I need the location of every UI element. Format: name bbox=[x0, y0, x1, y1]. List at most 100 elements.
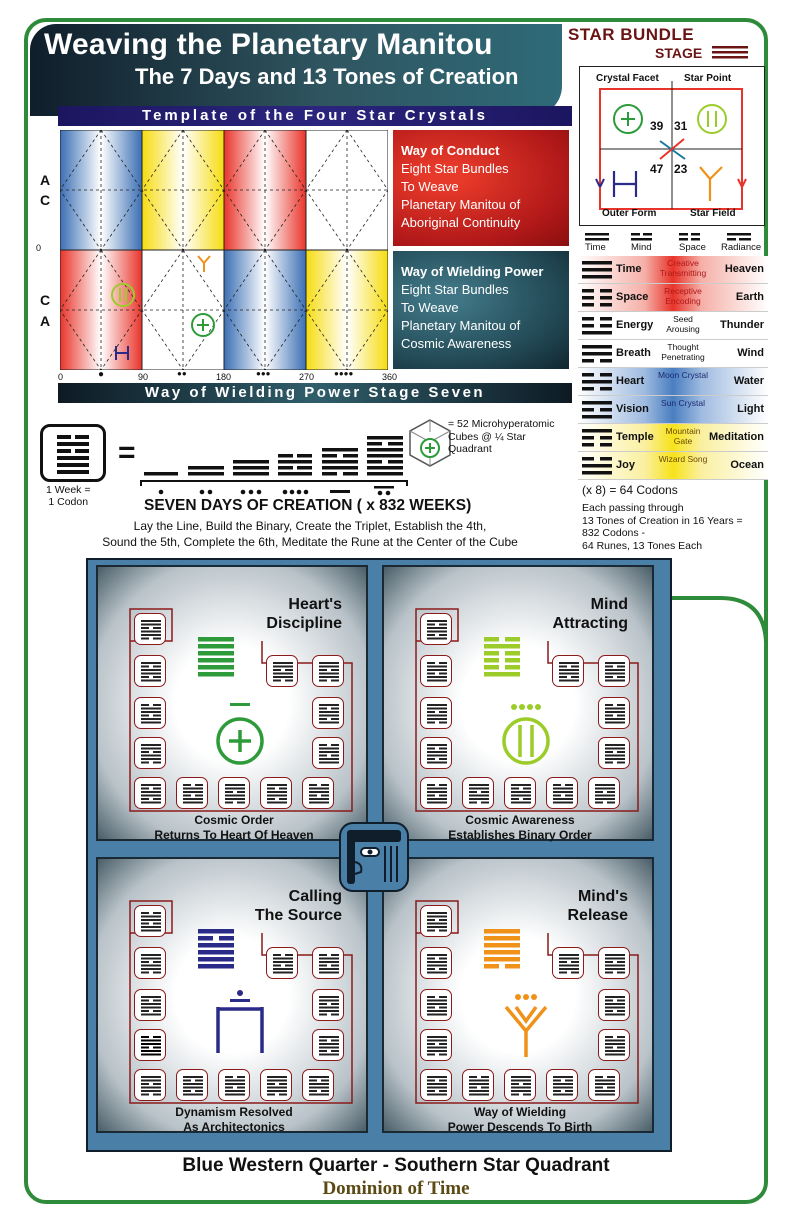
hexagram-tile bbox=[462, 777, 494, 809]
hexagram-icon bbox=[553, 784, 573, 804]
panel-footer-line-2: Establishes Binary Order bbox=[448, 828, 592, 842]
hexagram-icon bbox=[309, 784, 329, 804]
hexagram-icon bbox=[141, 954, 161, 974]
hexagram-tile bbox=[218, 777, 250, 809]
trigram-icon bbox=[582, 429, 612, 447]
hexagram-icon bbox=[141, 704, 161, 724]
hexagram-icon bbox=[605, 704, 625, 724]
hexagram-tile bbox=[420, 947, 452, 979]
panel-footer-line-1: Cosmic Order bbox=[194, 813, 274, 827]
panel-title-line-2: Release bbox=[567, 907, 629, 924]
codon-row-name: Heart bbox=[616, 375, 645, 387]
cell-star-field: Star Field bbox=[690, 208, 736, 219]
hexagram-icon bbox=[427, 620, 447, 640]
hexagram-tile bbox=[218, 1069, 250, 1101]
axis-tick-90: 90 bbox=[138, 372, 149, 382]
axis-dot-2: ●● bbox=[177, 369, 187, 378]
hexagram-icon bbox=[511, 1076, 531, 1096]
hexagram-tile bbox=[462, 1069, 494, 1101]
codons-note-line-3: 832 Codons - bbox=[582, 527, 646, 539]
way-of-wielding-power-box: Way of Wielding Power Eight Star Bundles… bbox=[393, 251, 569, 369]
codon-row-element: Earth bbox=[735, 291, 764, 303]
panel-footer-line-1: Way of Wielding bbox=[473, 1105, 567, 1119]
hexagram-icon bbox=[595, 1076, 615, 1096]
hexagram-icon bbox=[183, 784, 203, 804]
hexagram-tile bbox=[552, 655, 584, 687]
hexagram-tile bbox=[420, 1029, 452, 1061]
axis-tick-270: 270 bbox=[299, 372, 315, 382]
hexagram-icon bbox=[469, 784, 489, 804]
codon-row-name: Temple bbox=[616, 431, 654, 443]
hexagram-tile bbox=[312, 947, 344, 979]
template-title-bar: Template of the Four Star Crystals bbox=[58, 106, 572, 126]
codons-note: Each passing through 13 Tones of Creatio… bbox=[582, 502, 743, 552]
trigram-icon bbox=[582, 457, 612, 475]
way-conduct-title: Way of Conduct bbox=[401, 143, 500, 158]
panel-title-line-1: Mind's bbox=[577, 888, 628, 905]
hexagram-tile bbox=[420, 989, 452, 1021]
hexagram-icon bbox=[605, 662, 625, 682]
panel-footer: Way of Wielding Power Descends To Birth bbox=[384, 1105, 656, 1135]
codon-row-name: Energy bbox=[616, 319, 654, 331]
quadrant-panel: Calling The Source Dynamism Resolved As … bbox=[96, 857, 370, 1135]
panel-glyph bbox=[198, 929, 264, 1053]
panel-footer-line-2: As Architectonics bbox=[183, 1120, 285, 1134]
codons-note-line-4: 64 Runes, 13 Tones Each bbox=[582, 539, 703, 552]
codon-row-quality: Sun Crystal bbox=[661, 398, 705, 408]
star-bundle-stage: STAGE bbox=[655, 45, 703, 61]
hexagram-icon bbox=[319, 744, 339, 764]
hexagram-icon bbox=[427, 662, 447, 682]
hexagram-tile bbox=[552, 947, 584, 979]
hexagram-icon bbox=[319, 662, 339, 682]
codon-row-element: Light bbox=[737, 403, 764, 415]
hexagram-icon bbox=[141, 996, 161, 1016]
hexagram-tile bbox=[260, 1069, 292, 1101]
way-conduct-line-1: Eight Star Bundles bbox=[401, 161, 509, 176]
codon-row-name: Time bbox=[616, 263, 642, 275]
codon-row-name: Joy bbox=[616, 459, 635, 471]
hexagram-tile bbox=[134, 697, 166, 729]
codon-row-name: Breath bbox=[616, 347, 651, 359]
number-39: 39 bbox=[650, 119, 664, 133]
hexagram-tile bbox=[420, 777, 452, 809]
tile-track bbox=[415, 900, 639, 1104]
one-codon-tile bbox=[40, 424, 106, 482]
way-conduct-line-4: Aboriginal Continuity bbox=[401, 215, 521, 230]
row-label-a: A bbox=[40, 172, 51, 188]
hexagram-icon bbox=[427, 996, 447, 1016]
hexagram-tile bbox=[420, 1069, 452, 1101]
hexagram-tile bbox=[260, 777, 292, 809]
hexagram-icon bbox=[141, 1076, 161, 1096]
hexagram-icon bbox=[605, 1036, 625, 1056]
hexagram-icon bbox=[309, 1076, 329, 1096]
hexagram-icon bbox=[511, 784, 531, 804]
codons-note-line-1: Each passing through bbox=[582, 502, 684, 514]
mask-face-icon bbox=[347, 830, 401, 884]
hexagram-icon bbox=[595, 784, 615, 804]
hexagram-icon bbox=[141, 662, 161, 682]
hexagram-tile bbox=[598, 737, 630, 769]
hexagram-icon bbox=[605, 996, 625, 1016]
way-of-conduct-box: Way of Conduct Eight Star Bundles To Wea… bbox=[393, 130, 569, 246]
panel-footer-line-2: Returns To Heart Of Heaven bbox=[154, 828, 314, 842]
hexagram-icon bbox=[183, 1076, 203, 1096]
number-31: 31 bbox=[674, 119, 688, 133]
panel-footer: Dynamism Resolved As Architectonics bbox=[98, 1105, 370, 1135]
star-crystal-template bbox=[59, 129, 389, 371]
frame-curve bbox=[670, 596, 768, 680]
hexagram-tile bbox=[134, 989, 166, 1021]
axis-tick-180: 180 bbox=[216, 372, 232, 382]
hexagram-tile bbox=[312, 1029, 344, 1061]
codon-row-quality: Wizard Song bbox=[658, 454, 708, 464]
hexagram-tile bbox=[134, 947, 166, 979]
hexagram-tile bbox=[134, 613, 166, 645]
hexagram-icon bbox=[427, 784, 447, 804]
hexagram-tile bbox=[134, 655, 166, 687]
hexagram-tile bbox=[266, 947, 298, 979]
hexagram-tile bbox=[312, 697, 344, 729]
hexagram-icon bbox=[427, 1036, 447, 1056]
hexagram-tile bbox=[598, 655, 630, 687]
